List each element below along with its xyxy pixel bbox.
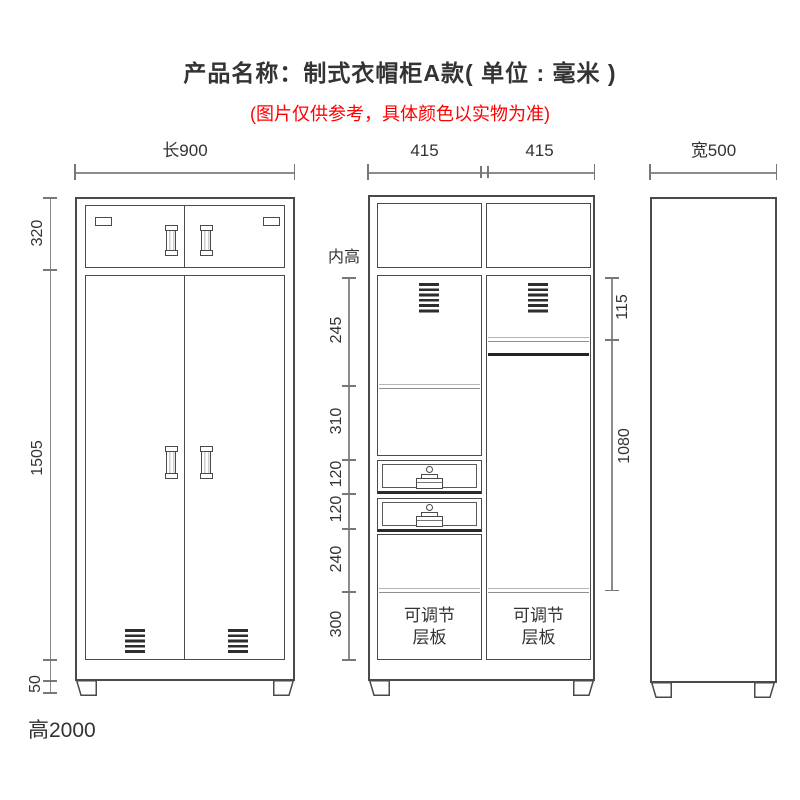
shelf-line bbox=[488, 588, 589, 589]
inner-right-column-width: 415 bbox=[525, 141, 554, 160]
label-holder bbox=[95, 217, 112, 226]
dimension-tick bbox=[43, 692, 57, 694]
segment-height: 245 bbox=[328, 316, 345, 344]
dimension-tick bbox=[604, 589, 619, 591]
dimension-tick bbox=[43, 197, 57, 199]
inner-right-dimension-line bbox=[611, 277, 613, 591]
inner-left-lower-compartment bbox=[377, 534, 482, 660]
side-width-dimension-line bbox=[650, 172, 777, 174]
dimension-tick bbox=[593, 164, 595, 180]
front-top-section-height: 320 bbox=[29, 219, 46, 247]
shelf-line bbox=[488, 592, 589, 593]
front-width-dimension-label: 长900 bbox=[162, 141, 208, 160]
dimension-tick bbox=[342, 459, 356, 461]
shelf-line bbox=[379, 388, 480, 389]
shelf-line bbox=[488, 337, 589, 338]
segment-height: 300 bbox=[328, 610, 345, 638]
dimension-tick bbox=[487, 166, 489, 178]
inner-top-compartment-right bbox=[486, 203, 591, 268]
front-width-dimension-line bbox=[75, 172, 295, 174]
segment-height: 115 bbox=[614, 294, 631, 320]
dimension-tick bbox=[775, 164, 777, 180]
dimension-tick bbox=[74, 164, 76, 180]
door-handle bbox=[164, 446, 178, 479]
side-width-dimension-label: 宽500 bbox=[690, 141, 737, 160]
inner-top-compartment-left bbox=[377, 203, 482, 268]
dimension-tick bbox=[342, 493, 356, 495]
shelf-line bbox=[379, 592, 480, 593]
drawer-handle bbox=[416, 478, 443, 489]
dimension-tick bbox=[604, 339, 619, 341]
inner-right-compartment bbox=[486, 275, 591, 660]
shelf-line bbox=[379, 588, 480, 589]
inner-left-dimension-line bbox=[348, 277, 350, 661]
dimension-tick bbox=[649, 164, 651, 180]
front-top-door-right bbox=[184, 205, 285, 268]
door-handle bbox=[199, 225, 213, 256]
vent-grille bbox=[228, 629, 248, 653]
front-height-dimension-line bbox=[49, 197, 51, 693]
total-height-label: 高2000 bbox=[28, 719, 96, 742]
cabinet-foot bbox=[273, 680, 294, 696]
adjustable-shelf-note: 可调节 层板 bbox=[404, 606, 455, 647]
disclaimer-text: (图片仅供参考，具体颜色以实物为准) bbox=[250, 104, 550, 124]
shelf-line bbox=[488, 341, 589, 342]
dimension-tick bbox=[342, 528, 356, 530]
dimension-tick bbox=[342, 591, 356, 593]
inner-height-label: 内高 bbox=[327, 249, 360, 266]
dimension-tick bbox=[367, 164, 369, 180]
segment-height: 1080 bbox=[616, 428, 633, 464]
vent-grille bbox=[125, 629, 145, 653]
door-handle bbox=[164, 225, 178, 256]
dimension-tick bbox=[293, 164, 295, 180]
segment-height: 310 bbox=[328, 407, 345, 435]
shelf-edge-line bbox=[488, 353, 589, 356]
vent-grille bbox=[419, 283, 439, 315]
front-main-door-right bbox=[184, 275, 285, 660]
inner-left-column-width: 415 bbox=[410, 141, 439, 160]
front-main-section-height: 1505 bbox=[29, 440, 46, 476]
dimension-tick bbox=[43, 680, 57, 682]
front-foot-height: 50 bbox=[27, 675, 44, 693]
segment-height: 240 bbox=[328, 545, 345, 573]
cabinet-foot bbox=[651, 682, 672, 698]
cabinet-foot bbox=[369, 680, 390, 696]
side-cabinet-outline bbox=[650, 197, 777, 683]
vent-grille bbox=[528, 283, 548, 315]
label-holder bbox=[263, 217, 280, 226]
page-title: 产品名称：制式衣帽柜A款( 单位 : 毫米 ) bbox=[183, 60, 617, 86]
drawer-lock-icon bbox=[426, 466, 433, 473]
door-handle bbox=[199, 446, 213, 479]
dimension-tick bbox=[480, 166, 482, 178]
shelf-line bbox=[379, 384, 480, 385]
adjustable-shelf-note: 可调节 层板 bbox=[513, 606, 564, 647]
drawer-lock-icon bbox=[426, 504, 433, 511]
cabinet-foot bbox=[76, 680, 97, 696]
dimension-tick bbox=[43, 659, 57, 661]
dimension-tick bbox=[43, 269, 57, 271]
drawer-handle bbox=[416, 516, 443, 527]
cabinet-foot bbox=[754, 682, 775, 698]
dimension-tick bbox=[604, 277, 619, 279]
dimension-tick bbox=[342, 385, 356, 387]
inner-width-dimension-line bbox=[368, 172, 595, 174]
dimension-tick bbox=[342, 277, 356, 279]
dimension-tick bbox=[342, 659, 356, 661]
cabinet-foot bbox=[573, 680, 594, 696]
